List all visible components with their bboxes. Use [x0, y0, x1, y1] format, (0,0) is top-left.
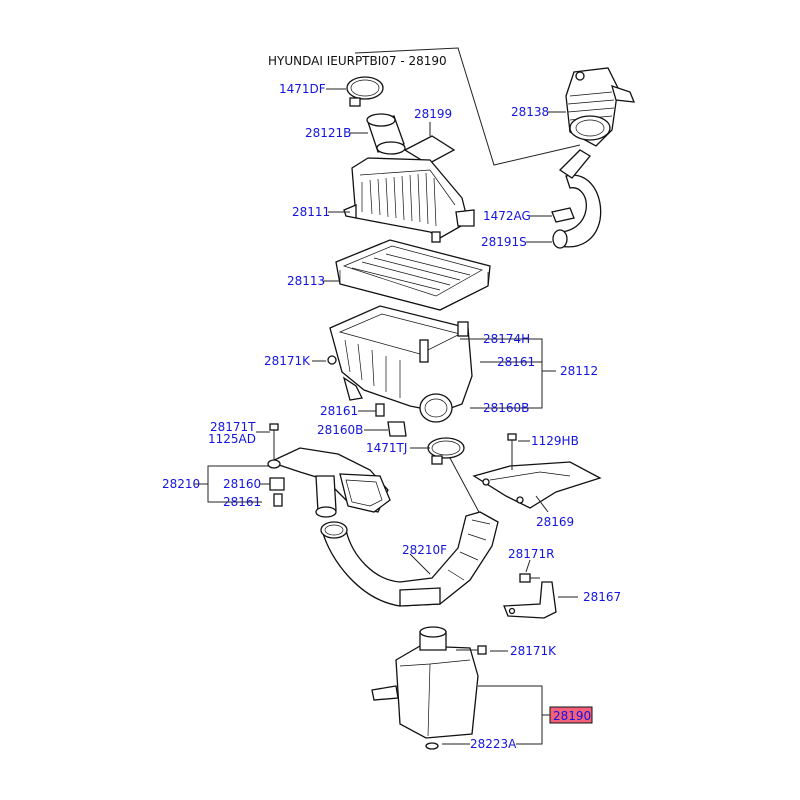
- clamp-1471DF-drawing: [346, 76, 384, 107]
- leader-28169: [535, 495, 549, 513]
- part-label-28171T[interactable]: 28171T: [210, 420, 256, 434]
- grommet-28161-lower-drawing: [273, 493, 283, 507]
- part-label-28171K-upper[interactable]: 28171K: [264, 354, 311, 368]
- part-label-28190[interactable]: 28190: [553, 709, 591, 723]
- part-label-28160B-body[interactable]: 28160B: [483, 401, 529, 415]
- part-label-1471TJ[interactable]: 1471TJ: [366, 441, 407, 455]
- part-label-28161-body[interactable]: 28161: [497, 355, 535, 369]
- clamp-1472AG-drawing: [551, 207, 575, 223]
- filter-element-28113-drawing: [335, 239, 491, 311]
- part-label-1471DF[interactable]: 1471DF: [279, 82, 326, 96]
- part-label-28210F[interactable]: 28210F: [402, 543, 447, 557]
- part-label-28121B[interactable]: 28121B: [305, 126, 351, 140]
- part-label-28169[interactable]: 28169: [536, 515, 574, 529]
- part-label-28138[interactable]: 28138: [511, 105, 549, 119]
- part-label-28161-grommet[interactable]: 28161: [320, 404, 358, 418]
- part-label-1472AG[interactable]: 1472AG: [483, 209, 531, 223]
- hose-28121B-drawing: [366, 113, 406, 155]
- bolt-1129HB-drawing: [507, 433, 517, 470]
- bolt-28171K-lower-drawing: [456, 645, 487, 655]
- bolt-28171T-drawing: [267, 423, 281, 469]
- part-label-28223A[interactable]: 28223A: [470, 737, 517, 751]
- part-label-28112[interactable]: 28112: [560, 364, 598, 378]
- part-label-28171K-lower[interactable]: 28171K: [510, 644, 557, 658]
- hose-28191S-drawing: [552, 149, 602, 249]
- part-label-1125AD[interactable]: 1125AD: [208, 432, 256, 446]
- highlight-box-28190: [549, 706, 593, 724]
- part-label-28191S[interactable]: 28191S: [481, 235, 527, 249]
- part-label-1129HB[interactable]: 1129HB: [531, 434, 579, 448]
- cushion-28160B-drawing: [387, 421, 407, 437]
- intake-duct-28210F-drawing: [320, 511, 499, 607]
- leader-1471TJ-to-duct: [449, 457, 481, 515]
- air-cleaner-cover-28111-drawing: [343, 157, 475, 243]
- part-label-28199[interactable]: 28199: [414, 107, 452, 121]
- cushion-28160-drawing: [269, 477, 285, 491]
- bracket-28169-drawing: [472, 461, 602, 509]
- title-leader-line: [354, 47, 581, 166]
- nut-28223A-drawing: [425, 742, 439, 750]
- grommet-28161-drawing: [375, 403, 385, 417]
- bolt-28171R-drawing: [519, 573, 540, 583]
- resonator-28210-drawing: [268, 447, 391, 518]
- intake-hose-28138-drawing: [565, 67, 636, 147]
- part-label-28174H[interactable]: 28174H: [483, 332, 530, 346]
- bracket-28190: [478, 685, 543, 745]
- part-label-28113[interactable]: 28113: [287, 274, 325, 288]
- part-label-28160[interactable]: 28160: [223, 477, 261, 491]
- part-label-28111[interactable]: 28111: [292, 205, 330, 219]
- part-label-28171R[interactable]: 28171R: [508, 547, 555, 561]
- diagram-title: HYUNDAI IEURPTBI07 - 28190: [268, 54, 447, 68]
- bracket-28167-drawing: [503, 581, 557, 619]
- air-cleaner-body-28112-drawing: [327, 305, 473, 423]
- part-label-28210[interactable]: 28210: [162, 477, 200, 491]
- leader-28210F: [409, 553, 431, 575]
- clamp-1471TJ-drawing: [427, 437, 465, 465]
- part-label-28161-lower[interactable]: 28161: [223, 495, 261, 509]
- resonator-box-28190-drawing: [371, 626, 479, 739]
- leader-28171R: [525, 559, 531, 573]
- part-label-28167[interactable]: 28167: [583, 590, 621, 604]
- bracket-28112: [478, 338, 543, 409]
- part-label-28160B-lower[interactable]: 28160B: [317, 423, 363, 437]
